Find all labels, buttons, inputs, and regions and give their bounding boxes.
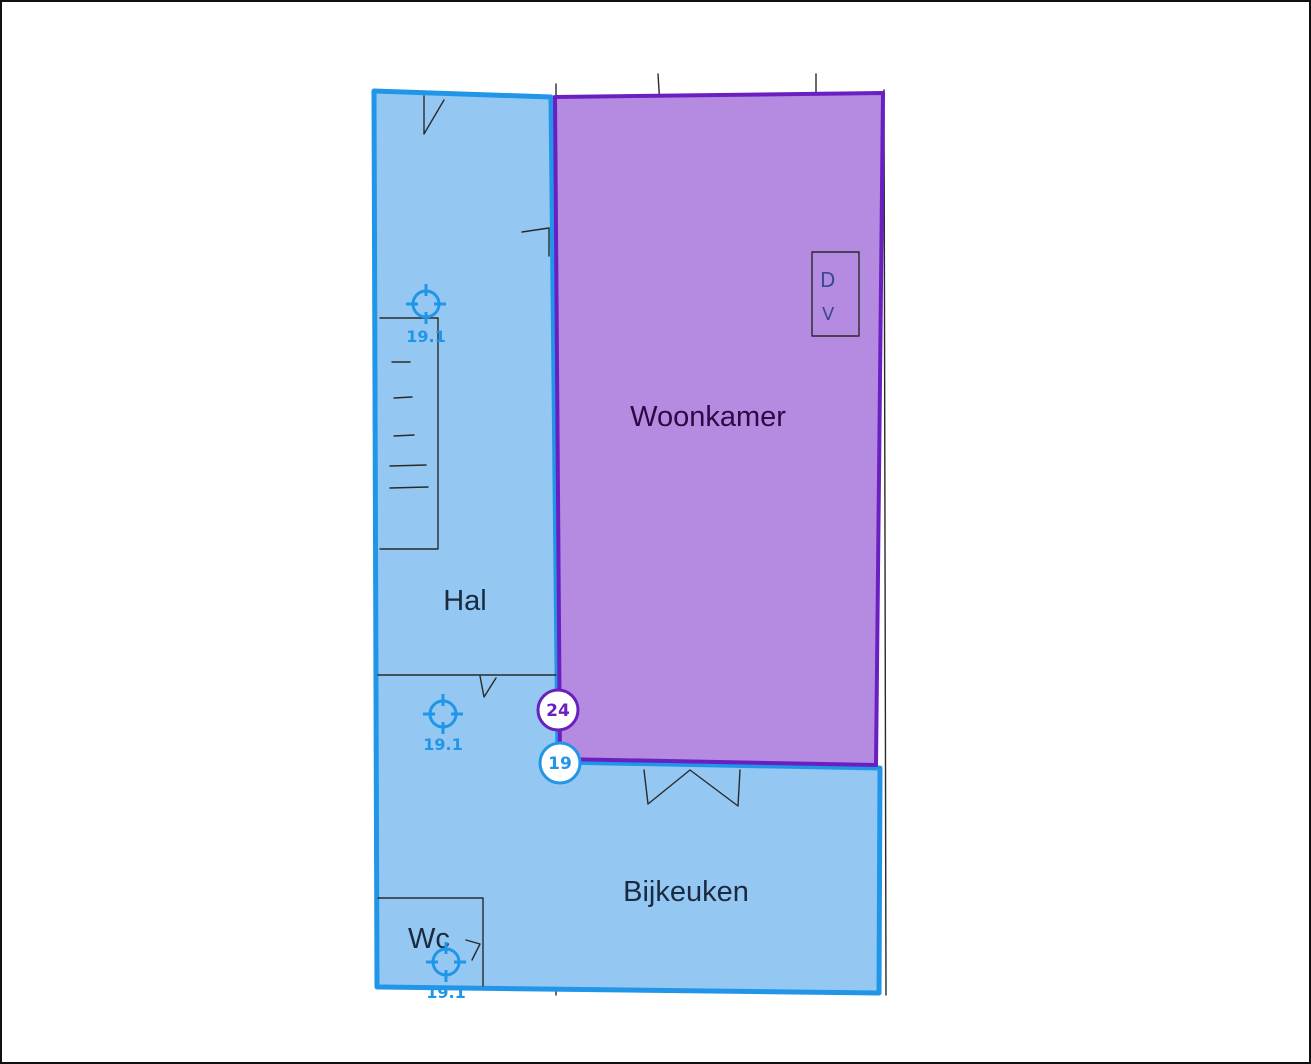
sensor-wc[interactable]: 19.1 — [426, 942, 466, 1002]
sensor-hal-top[interactable]: 19.1 — [406, 284, 446, 346]
sensor-reading: 19.1 — [423, 735, 462, 754]
badge-value: 24 — [546, 701, 570, 721]
sensor-reading: 19.1 — [406, 327, 445, 346]
sensor-reading: 19.1 — [426, 983, 465, 1002]
badge-woonkamer-temperature[interactable]: 24 — [536, 688, 580, 732]
room-label-bijkeuken: Bijkeuken — [623, 876, 749, 908]
radiator-mark-d: D — [820, 268, 835, 292]
room-label-woonkamer: Woonkamer — [630, 401, 786, 433]
radiator-mark-v: V — [822, 304, 835, 325]
sensor-hal-bottom[interactable]: 19.1 — [423, 694, 463, 754]
sketch-details: D V — [377, 95, 860, 987]
zone-hal[interactable] — [371, 88, 883, 996]
badge-hal-temperature[interactable]: 19 — [538, 741, 582, 785]
zone-woonkamer[interactable] — [553, 91, 885, 767]
badge-value: 19 — [548, 754, 572, 774]
room-label-hal: Hal — [443, 585, 487, 617]
